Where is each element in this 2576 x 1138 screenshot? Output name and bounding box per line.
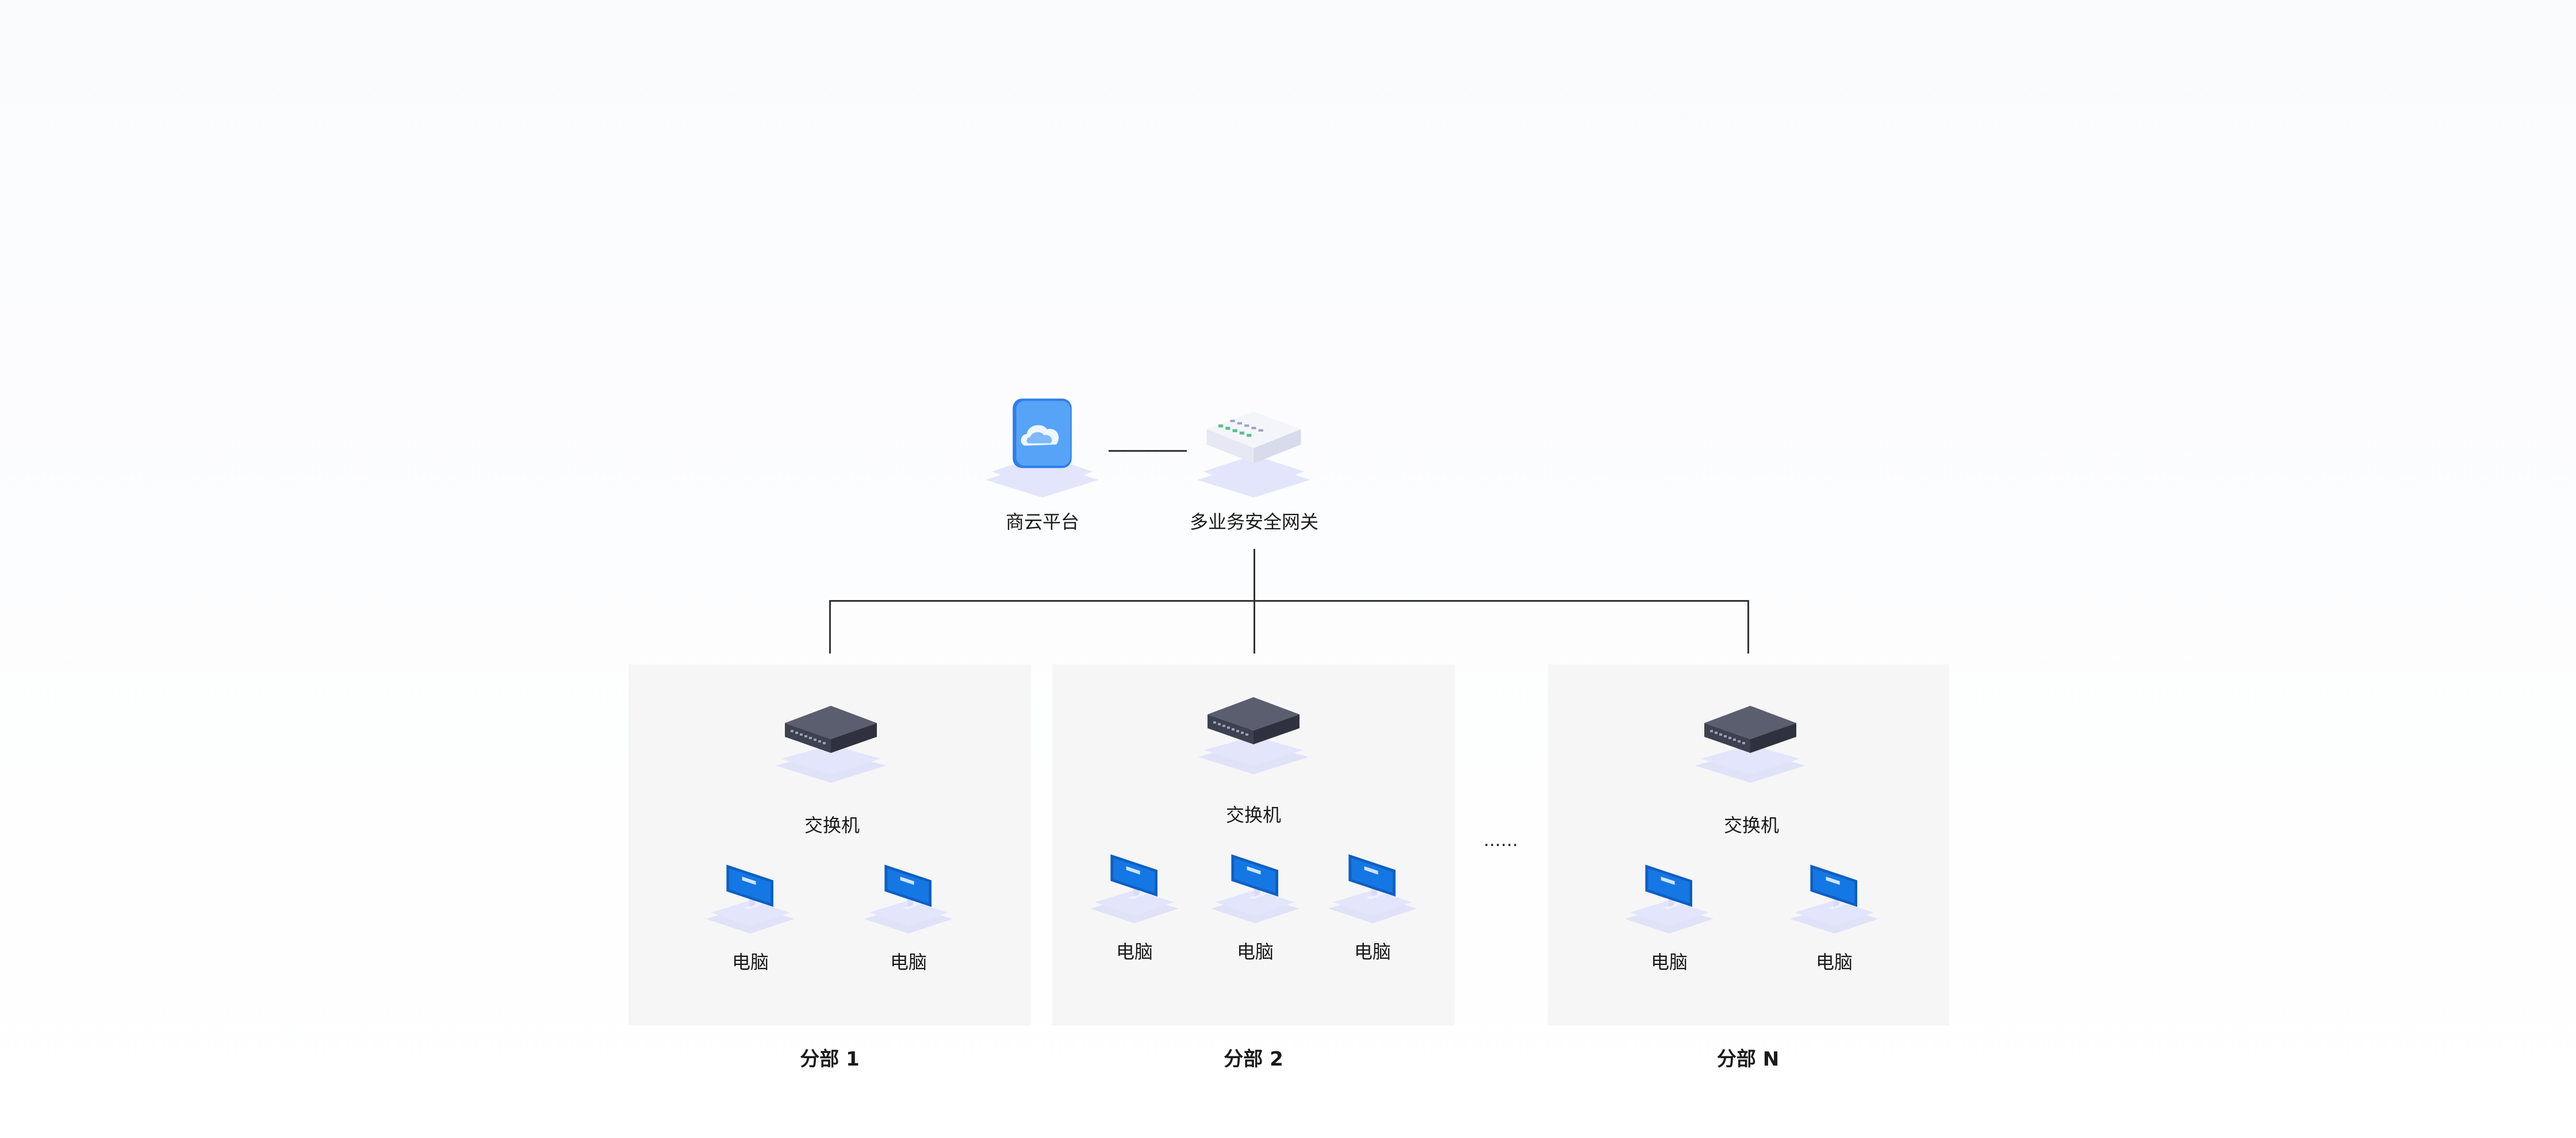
computer-icon bbox=[1327, 846, 1419, 929]
cloud-gateway-link bbox=[1109, 450, 1187, 452]
computer-icon bbox=[1788, 856, 1880, 939]
switch-label: 交换机 bbox=[1723, 814, 1780, 836]
computer-label: 电脑 bbox=[1354, 941, 1392, 963]
computer-icon bbox=[1088, 846, 1180, 929]
computer-label: 电脑 bbox=[890, 951, 927, 973]
computer-label: 电脑 bbox=[1650, 951, 1688, 973]
switch-label: 交换机 bbox=[804, 814, 860, 836]
computer-label: 电脑 bbox=[1815, 951, 1853, 973]
computer-icon bbox=[862, 856, 954, 939]
switch-icon bbox=[1693, 701, 1808, 787]
branch-n-drop-line bbox=[1747, 600, 1749, 653]
cloud-platform-label: 商云平台 bbox=[1005, 511, 1080, 533]
more-branches-ellipsis: …… bbox=[1483, 831, 1518, 851]
security-gateway-label: 多业务安全网关 bbox=[1189, 511, 1319, 533]
computer-label: 电脑 bbox=[1116, 941, 1153, 963]
computer-icon bbox=[1209, 846, 1301, 929]
branch-2-title: 分部 2 bbox=[1224, 1048, 1283, 1071]
switch-icon bbox=[1196, 693, 1311, 779]
computer-label: 电脑 bbox=[1236, 941, 1274, 963]
branch-bus-line bbox=[829, 600, 1749, 602]
computer-icon bbox=[704, 856, 796, 939]
switch-label: 交换机 bbox=[1225, 804, 1282, 826]
branch-n-title: 分部 N bbox=[1716, 1048, 1780, 1071]
branch-1-title: 分部 1 bbox=[800, 1048, 860, 1071]
switch-icon bbox=[773, 701, 888, 787]
computer-label: 电脑 bbox=[731, 951, 769, 973]
branch-1-drop-line bbox=[829, 600, 831, 653]
gateway-icon bbox=[1195, 394, 1313, 500]
computer-icon bbox=[1623, 856, 1715, 939]
cloud-icon bbox=[983, 394, 1101, 500]
